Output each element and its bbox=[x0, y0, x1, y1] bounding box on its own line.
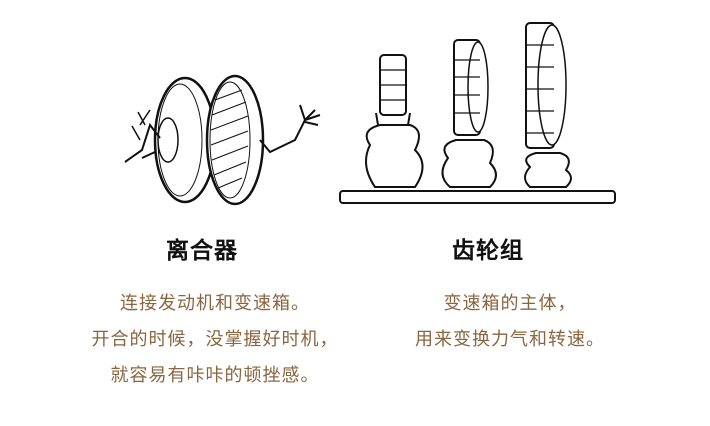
clutch-description: 连接发动机和变速箱。 开合的时候，没掌握好时机， 就容易有咔咔的顿挫感。 bbox=[0, 286, 430, 394]
clutch-illustration bbox=[124, 74, 321, 206]
gearset-desc-line: 变速箱的主体， bbox=[443, 293, 577, 314]
gearset-illustration bbox=[339, 22, 616, 204]
gearset-title: 齿轮组 bbox=[452, 238, 524, 264]
gearset-desc-line: 用来变换力气和转速。 bbox=[415, 329, 605, 350]
clutch-desc-line: 连接发动机和变速箱。 bbox=[120, 293, 310, 314]
gearset-description: 变速箱的主体， 用来变换力气和转速。 bbox=[390, 286, 630, 358]
clutch-title: 离合器 bbox=[166, 238, 238, 264]
clutch-desc-line: 开合的时候，没掌握好时机， bbox=[91, 329, 339, 350]
clutch-desc-line: 就容易有咔咔的顿挫感。 bbox=[110, 365, 320, 386]
